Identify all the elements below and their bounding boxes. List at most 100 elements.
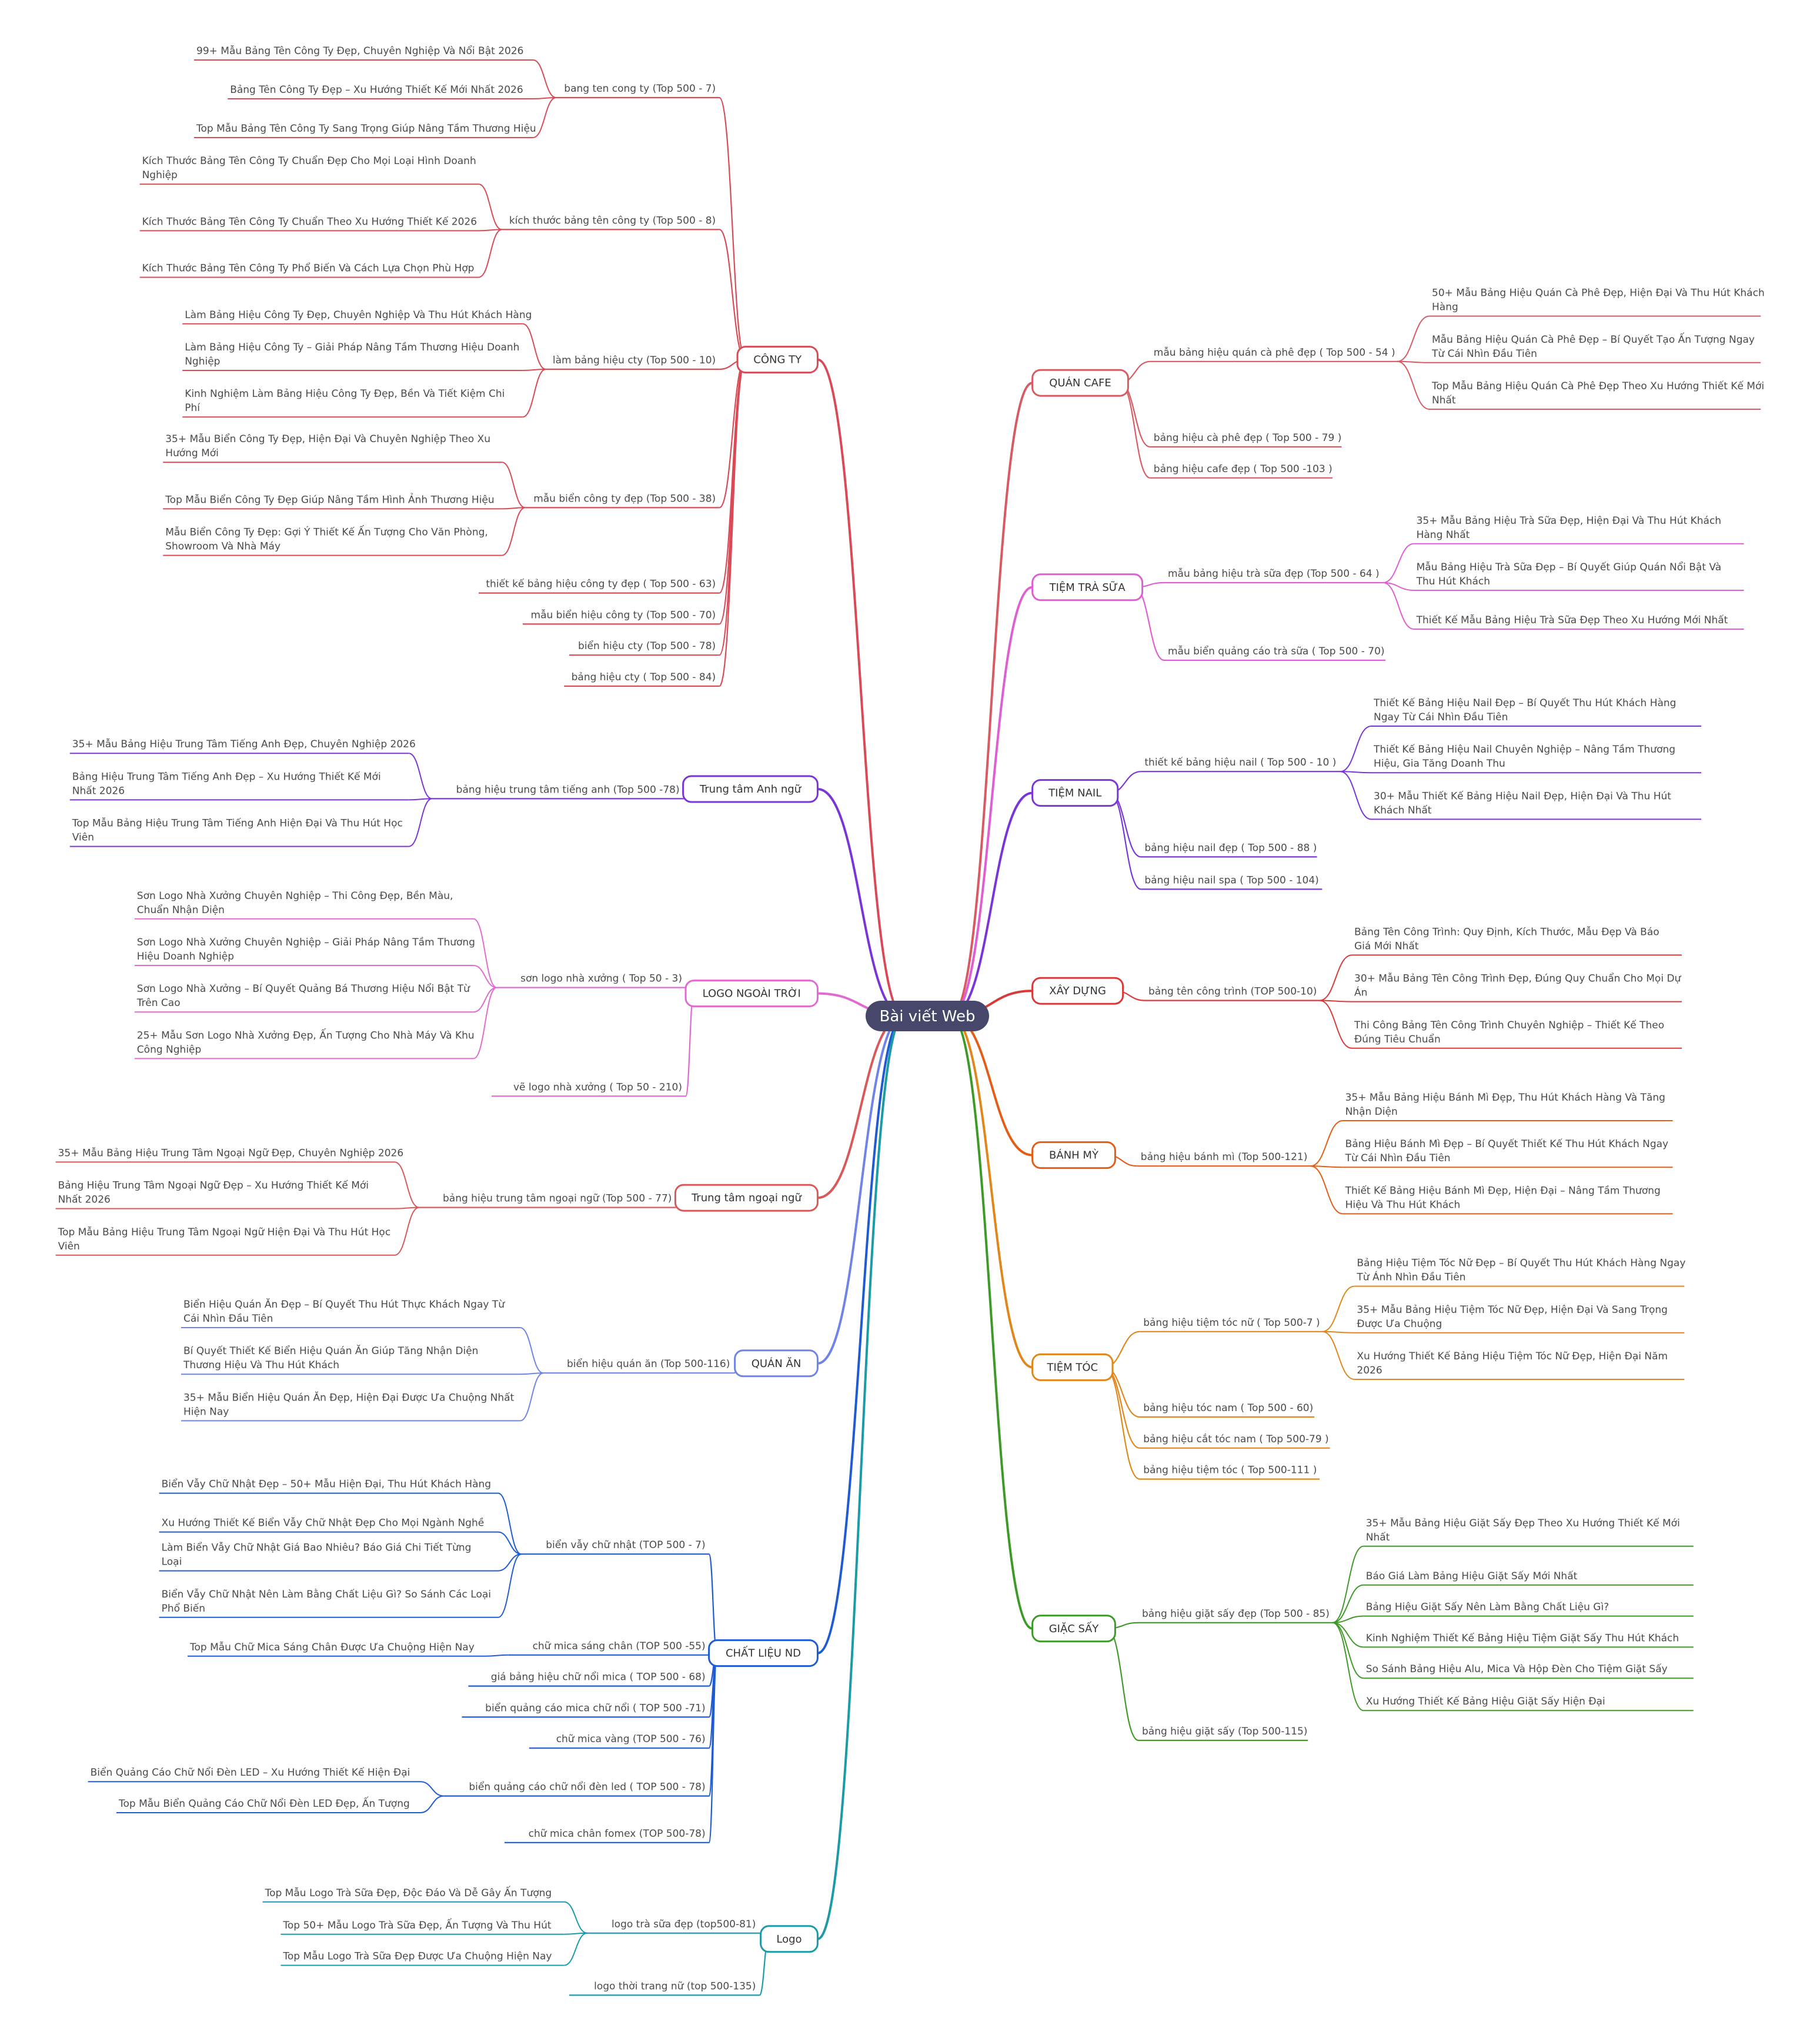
article-label[interactable]: Kích Thước Bảng Tên Công Ty Phổ Biến Và … bbox=[142, 262, 475, 275]
article-label[interactable]: Bảng Hiệu Giặt Sấy Nên Làm Bằng Chất Liệ… bbox=[1366, 1601, 1609, 1613]
branch-node[interactable]: Trung tâm ngoại ngữ bbox=[674, 1184, 819, 1212]
topic-label[interactable]: bảng hiệu cà phê đẹp ( Top 500 - 79 ) bbox=[1154, 432, 1342, 444]
article-label[interactable]: Bí Quyết Thiết Kế Biển Hiệu Quán Ăn Giúp… bbox=[183, 1344, 478, 1371]
article-label[interactable]: Xu Hướng Thiết Kế Bảng Hiệu Tiệm Tóc Nữ … bbox=[1357, 1350, 1668, 1376]
article-label[interactable]: Làm Bảng Hiệu Công Ty – Giải Pháp Nâng T… bbox=[185, 341, 519, 367]
article-label[interactable]: Thiết Kế Bảng Hiệu Nail Chuyên Nghiệp – … bbox=[1373, 743, 1675, 770]
article-label[interactable]: Thiết Kế Bảng Hiệu Nail Đẹp – Bí Quyết T… bbox=[1373, 697, 1676, 723]
branch-node[interactable]: QUÁN CAFE bbox=[1031, 369, 1129, 397]
article-label[interactable]: 35+ Mẫu Bảng Hiệu Giặt Sấy Đẹp Theo Xu H… bbox=[1366, 1517, 1680, 1543]
article-label[interactable]: Mẫu Bảng Hiệu Trà Sữa Đẹp – Bí Quyết Giú… bbox=[1416, 561, 1722, 587]
topic-label[interactable]: bảng hiệu nail spa ( Top 500 - 104) bbox=[1144, 874, 1318, 886]
article-label[interactable]: Bảng Hiệu Tiệm Tóc Nữ Đẹp – Bí Quyết Thu… bbox=[1356, 1257, 1685, 1284]
article-label[interactable]: Sơn Logo Nhà Xưởng Chuyên Nghiệp – Giải … bbox=[137, 936, 475, 962]
article-label[interactable]: 35+ Mẫu Biển Hiệu Quán Ăn Đẹp, Hiện Đại … bbox=[183, 1391, 515, 1418]
branch-node[interactable]: QUÁN ĂN bbox=[734, 1349, 819, 1378]
article-label[interactable]: Bảng Tên Công Ty Đẹp – Xu Hướng Thiết Kế… bbox=[230, 83, 523, 96]
topic-label[interactable]: biển hiệu cty (Top 500 - 78) bbox=[578, 640, 716, 652]
topic-label[interactable]: bảng tên công trình (TOP 500-10) bbox=[1148, 986, 1317, 998]
branch-node[interactable]: TIỆM TÓC bbox=[1031, 1353, 1114, 1381]
article-label[interactable]: Làm Biển Vẫy Chữ Nhật Giá Bao Nhiêu? Báo… bbox=[162, 1542, 472, 1568]
topic-label[interactable]: logo thời trang nữ (top 500-135) bbox=[594, 1980, 756, 1992]
topic-label[interactable]: bảng hiệu giặt sấy đẹp (Top 500 - 85) bbox=[1142, 1607, 1330, 1620]
branch-node[interactable]: LOGO NGOÀI TRỜI bbox=[684, 980, 819, 1008]
article-label[interactable]: Top Mẫu Chữ Mica Sáng Chân Được Ưa Chuộn… bbox=[189, 1641, 475, 1653]
topic-label[interactable]: bảng hiệu cty ( Top 500 - 84) bbox=[572, 671, 716, 683]
branch-node[interactable]: TIỆM TRÀ SỮA bbox=[1031, 573, 1144, 601]
article-label[interactable]: Báo Giá Làm Bảng Hiệu Giặt Sấy Mới Nhất bbox=[1366, 1570, 1578, 1582]
topic-label[interactable]: biển vẫy chữ nhật (TOP 500 - 7) bbox=[546, 1539, 705, 1551]
article-label[interactable]: Top Mẫu Bảng Hiệu Quán Cà Phê Đẹp Theo X… bbox=[1431, 380, 1764, 406]
topic-label[interactable]: biển hiệu quán ăn (Top 500-116) bbox=[567, 1358, 730, 1370]
article-label[interactable]: Bảng Hiệu Trung Tâm Tiếng Anh Đẹp – Xu H… bbox=[72, 770, 381, 797]
article-label[interactable]: Top Mẫu Bảng Tên Công Ty Sang Trọng Giúp… bbox=[196, 122, 536, 135]
topic-label[interactable]: bảng hiệu tóc nam ( Top 500 - 60) bbox=[1143, 1402, 1313, 1414]
article-label[interactable]: Biển Hiệu Quán Ăn Đẹp – Bí Quyết Thu Hút… bbox=[183, 1298, 505, 1325]
article-label[interactable]: 35+ Mẫu Bảng Hiệu Bánh Mì Đẹp, Thu Hút K… bbox=[1345, 1091, 1665, 1118]
article-label[interactable]: Mẫu Bảng Hiệu Quán Cà Phê Đẹp – Bí Quyết… bbox=[1431, 332, 1755, 360]
branch-node[interactable]: Logo bbox=[760, 1925, 819, 1953]
article-label[interactable]: 30+ Mẫu Thiết Kế Bảng Hiệu Nail Đẹp, Hiệ… bbox=[1374, 790, 1671, 816]
topic-label[interactable]: vẽ logo nhà xưởng ( Top 50 - 210) bbox=[513, 1081, 682, 1093]
article-label[interactable]: Làm Bảng Hiệu Công Ty Đẹp, Chuyên Nghiệp… bbox=[185, 309, 532, 321]
branch-node[interactable]: CHẤT LIỆU ND bbox=[708, 1639, 819, 1667]
article-label[interactable]: Thiết Kế Bảng Hiệu Bánh Mì Đẹp, Hiện Đại… bbox=[1345, 1184, 1661, 1211]
article-label[interactable]: Xu Hướng Thiết Kế Bảng Hiệu Giặt Sấy Hiệ… bbox=[1366, 1695, 1605, 1707]
topic-label[interactable]: làm bảng hiệu cty (Top 500 - 10) bbox=[553, 355, 716, 366]
branch-node[interactable]: GIẶC SẤY bbox=[1031, 1615, 1116, 1643]
branch-node[interactable]: TIỆM NAIL bbox=[1031, 779, 1119, 807]
article-label[interactable]: Top Mẫu Logo Trà Sữa Đẹp, Độc Đáo Và Dễ … bbox=[265, 1885, 552, 1899]
article-label[interactable]: Sơn Logo Nhà Xưởng Chuyên Nghiệp – Thi C… bbox=[137, 890, 453, 916]
topic-label[interactable]: mẫu bảng hiệu quán cà phê đẹp ( Top 500 … bbox=[1154, 346, 1395, 359]
article-label[interactable]: Bảng Hiệu Trung Tâm Ngoại Ngữ Đẹp – Xu H… bbox=[58, 1179, 369, 1206]
article-label[interactable]: Kích Thước Bảng Tên Công Ty Chuẩn Theo X… bbox=[142, 215, 477, 228]
article-label[interactable]: 50+ Mẫu Bảng Hiệu Quán Cà Phê Đẹp, Hiện … bbox=[1432, 287, 1765, 313]
root-node[interactable]: Bài viết Web bbox=[866, 1001, 989, 1031]
topic-label[interactable]: mẫu biển công ty đẹp (Top 500 - 38) bbox=[533, 492, 716, 504]
article-label[interactable]: 35+ Mẫu Bảng Hiệu Trà Sữa Đẹp, Hiện Đại … bbox=[1417, 514, 1721, 541]
article-label[interactable]: Biển Vẫy Chữ Nhật Đẹp – 50+ Mẫu Hiện Đại… bbox=[162, 1478, 491, 1490]
article-label[interactable]: Thiết Kế Mẫu Bảng Hiệu Trà Sữa Đẹp Theo … bbox=[1416, 614, 1728, 626]
topic-label[interactable]: bang ten cong ty (Top 500 - 7) bbox=[564, 83, 716, 95]
topic-label[interactable]: bảng hiệu trung tâm tiếng anh (Top 500 -… bbox=[456, 783, 680, 796]
article-label[interactable]: Biển Vẫy Chữ Nhật Nên Làm Bằng Chất Liệu… bbox=[162, 1588, 491, 1615]
topic-label[interactable]: bảng hiệu tiệm tóc ( Top 500-111 ) bbox=[1143, 1465, 1317, 1476]
article-label[interactable]: Bảng Hiệu Bánh Mì Đẹp – Bí Quyết Thiết K… bbox=[1345, 1138, 1669, 1164]
topic-label[interactable]: bảng hiệu cafe đẹp ( Top 500 -103 ) bbox=[1154, 463, 1333, 475]
branch-node[interactable]: CÔNG TY bbox=[736, 346, 819, 374]
topic-label[interactable]: bảng hiệu nail đẹp ( Top 500 - 88 ) bbox=[1144, 842, 1317, 854]
topic-label[interactable]: logo trà sữa đẹp (top500-81) bbox=[612, 1919, 756, 1930]
topic-label[interactable]: bảng hiệu cắt tóc nam ( Top 500-79 ) bbox=[1143, 1433, 1329, 1445]
topic-label[interactable]: sơn logo nhà xưởng ( Top 50 - 3) bbox=[520, 973, 682, 985]
article-label[interactable]: Bảng Tên Công Trình: Quy Định, Kích Thướ… bbox=[1354, 925, 1659, 952]
article-label[interactable]: Thi Công Bảng Tên Công Trình Chuyên Nghi… bbox=[1354, 1019, 1664, 1045]
branch-node[interactable]: BÁNH MỲ bbox=[1031, 1141, 1116, 1169]
article-label[interactable]: Top Mẫu Bảng Hiệu Trung Tâm Ngoại Ngữ Hi… bbox=[58, 1226, 391, 1252]
branch-node[interactable]: XÂY DỰNG bbox=[1031, 977, 1124, 1005]
topic-label[interactable]: giá bảng hiệu chữ nổi mica ( TOP 500 - 6… bbox=[491, 1671, 706, 1683]
article-label[interactable]: 35+ Mẫu Bảng Hiệu Tiệm Tóc Nữ Đẹp, Hiện … bbox=[1357, 1304, 1668, 1330]
article-label[interactable]: Top Mẫu Biển Quảng Cáo Chữ Nổi Đèn LED Đ… bbox=[118, 1796, 410, 1810]
article-label[interactable]: Sơn Logo Nhà Xưởng – Bí Quyết Quảng Bá T… bbox=[136, 982, 470, 1009]
topic-label[interactable]: mẫu biển quảng cáo trà sữa ( Top 500 - 7… bbox=[1168, 645, 1385, 657]
topic-label[interactable]: biển quảng cáo chữ nổi đèn led ( TOP 500… bbox=[469, 1781, 705, 1793]
article-label[interactable]: Kinh Nghiệm Làm Bảng Hiệu Công Ty Đẹp, B… bbox=[185, 387, 505, 414]
topic-label[interactable]: chữ mica sáng chân (TOP 500 -55) bbox=[533, 1640, 706, 1652]
article-label[interactable]: 30+ Mẫu Bảng Tên Công Trình Đẹp, Đúng Qu… bbox=[1354, 972, 1682, 999]
article-label[interactable]: Top Mẫu Logo Trà Sữa Đẹp Được Ưa Chuộng … bbox=[282, 1950, 552, 1963]
topic-label[interactable]: bảng hiệu giặt sấy (Top 500-115) bbox=[1142, 1725, 1307, 1737]
topic-label[interactable]: bảng hiệu trung tâm ngoại ngữ (Top 500 -… bbox=[443, 1193, 672, 1205]
article-label[interactable]: Mẫu Biển Công Ty Đẹp: Gợi Ý Thiết Kế Ấn … bbox=[165, 524, 488, 553]
topic-label[interactable]: bảng hiệu tiệm tóc nữ ( Top 500-7 ) bbox=[1143, 1317, 1320, 1329]
topic-label[interactable]: chữ mica vàng (TOP 500 - 76) bbox=[556, 1733, 706, 1745]
topic-label[interactable]: thiết kế bảng hiệu công ty đẹp ( Top 500… bbox=[486, 578, 716, 590]
topic-label[interactable]: chữ mica chân fomex (TOP 500-78) bbox=[529, 1828, 706, 1840]
article-label[interactable]: Kích Thước Bảng Tên Công Ty Chuẩn Đẹp Ch… bbox=[142, 155, 476, 181]
article-label[interactable]: Kinh Nghiệm Thiết Kế Bảng Hiệu Tiệm Giặt… bbox=[1366, 1632, 1679, 1644]
article-label[interactable]: Xu Hướng Thiết Kế Biển Vẫy Chữ Nhật Đẹp … bbox=[162, 1517, 485, 1529]
article-label[interactable]: 25+ Mẫu Sơn Logo Nhà Xưởng Đẹp, Ấn Tượng… bbox=[137, 1027, 475, 1055]
topic-label[interactable]: mẫu bảng hiệu trà sữa đẹp (Top 500 - 64 … bbox=[1168, 567, 1380, 580]
article-label[interactable]: Top Mẫu Bảng Hiệu Trung Tâm Tiếng Anh Hi… bbox=[72, 817, 403, 844]
article-label[interactable]: 35+ Mẫu Bảng Hiệu Trung Tâm Ngoại Ngữ Đẹ… bbox=[58, 1147, 404, 1159]
branch-node[interactable]: Trung tâm Anh ngữ bbox=[682, 775, 819, 803]
